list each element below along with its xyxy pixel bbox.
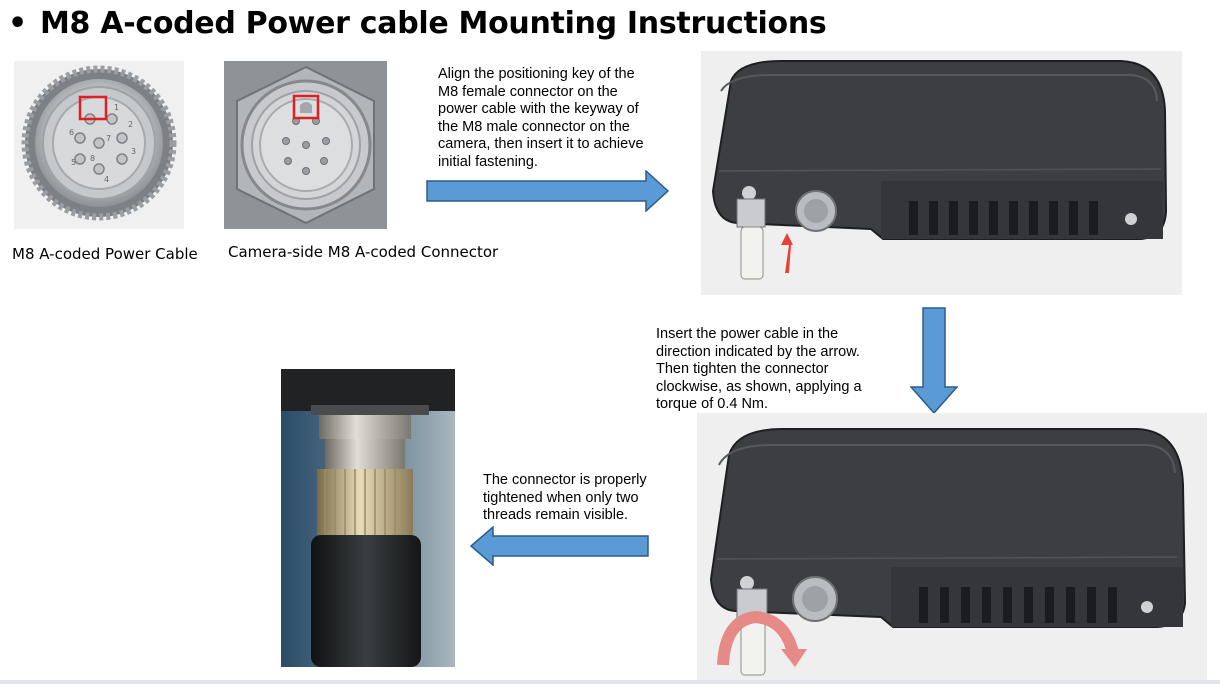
cable-connector-caption: M8 A-coded Power Cable — [12, 245, 198, 263]
step2-line: torque of 0.4 Nm. — [656, 396, 769, 413]
step2-text: Insert the power cable in the direction … — [656, 326, 862, 414]
camera-tighten-image — [697, 413, 1207, 680]
step1-line: camera, then insert it to achieve — [438, 136, 644, 153]
pin-label: 4 — [104, 175, 109, 184]
title-text: M8 A-coded Power cable Mounting Instruct… — [40, 6, 827, 41]
camera-connector-caption: Camera-side M8 A-coded Connector — [228, 243, 499, 261]
step3-text: The connector is properly tightened when… — [483, 472, 647, 525]
keyway-highlight-box — [78, 95, 108, 121]
left-arrow-icon — [470, 526, 649, 566]
step1-line: initial fastening. — [438, 153, 538, 170]
step1-line: Align the positioning key of the — [438, 66, 635, 82]
step1-line: M8 female connector on the — [438, 83, 618, 100]
pin-label: 7 — [106, 134, 111, 143]
step2-line: clockwise, as shown, applying a — [656, 378, 862, 395]
step1-line: power cable with the keyway of — [438, 101, 639, 118]
footer-divider — [0, 680, 1220, 684]
step3-line: The connector is properly — [483, 472, 647, 488]
camera-connector-image — [224, 61, 387, 229]
step3-line: threads remain visible. — [483, 507, 629, 524]
tightened-connector-photo — [281, 369, 455, 667]
title-bullet: • — [8, 6, 27, 41]
keyway-highlight-box — [292, 94, 320, 120]
rotate-clockwise-arrow-icon — [717, 610, 799, 666]
step1-line: the M8 male connector on the — [438, 118, 630, 135]
insert-up-arrow-icon — [781, 233, 793, 273]
cable-connector-image: 1 2 3 4 5 6 7 8 — [14, 61, 184, 229]
pin-label: 8 — [90, 154, 95, 163]
down-arrow-icon — [910, 307, 958, 415]
step1-text: Align the positioning key of the M8 fema… — [438, 66, 644, 172]
pin-label: 2 — [128, 120, 133, 129]
camera-insert-image — [701, 51, 1182, 295]
step2-line: direction indicated by the arrow. — [656, 343, 860, 360]
pin-label: 6 — [69, 128, 74, 137]
pin-label: 5 — [71, 158, 76, 167]
step2-line: Then tighten the connector — [656, 361, 829, 378]
pin-label: 3 — [131, 147, 136, 156]
step2-line: Insert the power cable in the — [656, 326, 839, 342]
pin-label: 1 — [114, 103, 119, 112]
step3-line: tightened when only two — [483, 489, 639, 506]
page-title: • M8 A-coded Power cable Mounting Instruc… — [8, 6, 827, 41]
right-arrow-icon — [426, 170, 670, 212]
